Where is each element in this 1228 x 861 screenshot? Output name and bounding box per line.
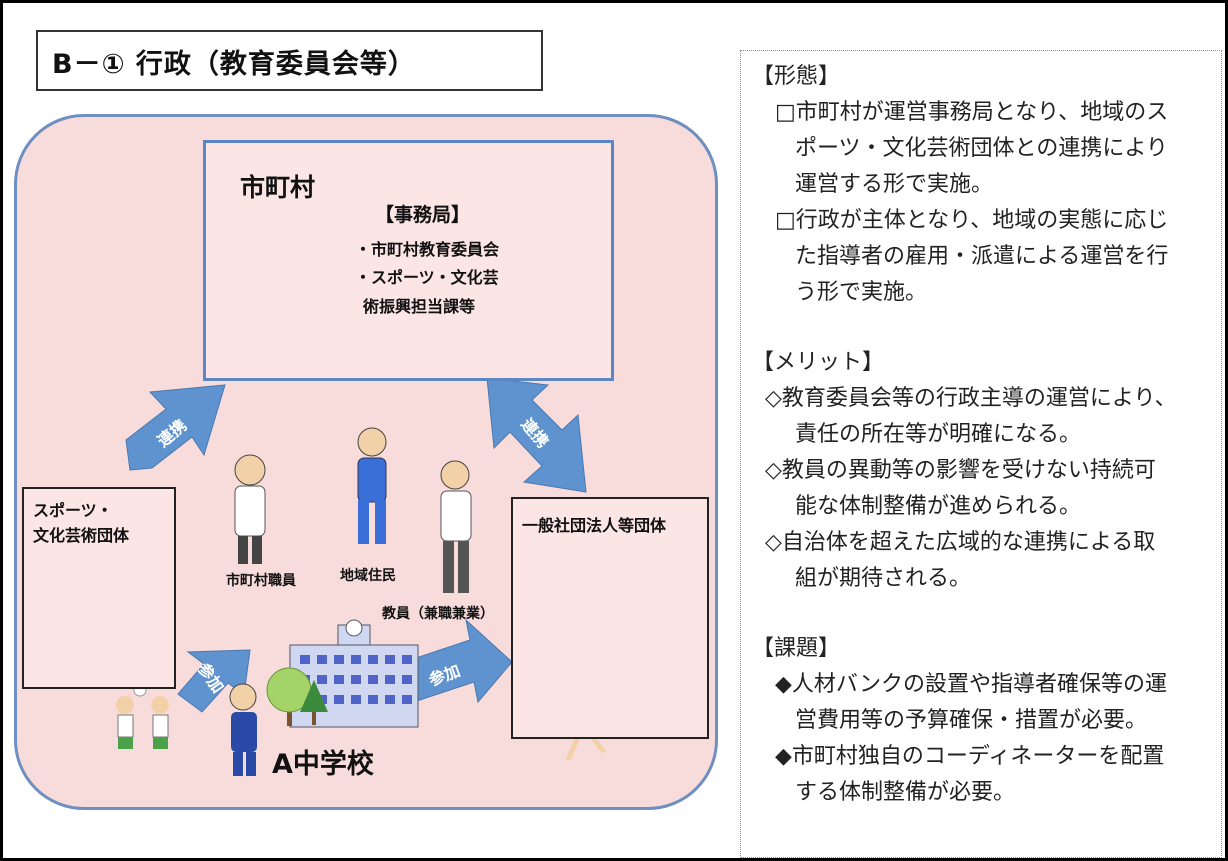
merit-item-line: ◇自治体を超えた広域的な連携による取 [765, 530, 1156, 555]
school-name: A中学校 [272, 749, 374, 780]
label-staff: 市町村職員 [226, 573, 296, 589]
secretariat-line-3: 術振興担当課等 [363, 297, 476, 316]
issue-item-line: ◆市町村独自のコーディネーターを配置 [775, 744, 1165, 769]
merit-item-line: ◇教員の異動等の影響を受けない持続可 [765, 458, 1156, 483]
merit-item-line: 組が期待される。 [795, 566, 972, 591]
secretariat-line-1: ・市町村教育委員会 [355, 240, 500, 259]
form-item-line: 運営する形で実施。 [795, 172, 994, 197]
sanka-right-arrow [409, 618, 513, 704]
merit-heading: 【メリット】 [752, 350, 885, 375]
association-name: 一般社団法人等団体 [522, 516, 667, 535]
renkei-right-arrow [486, 377, 587, 493]
municipality-name: 市町村 [240, 173, 316, 202]
label-teacher: 教員（兼職兼業） [382, 606, 494, 622]
form-item-line: う形で実施。 [795, 280, 928, 305]
sports-culture-box [22, 487, 176, 689]
form-item-line: ポーツ・文化芸術団体との連携により [795, 136, 1168, 161]
issue-item-line: する体制整備が必要。 [795, 780, 1016, 805]
form-item-line: □行政が主体となり、地域の実態に応じ [775, 208, 1169, 233]
diagram-title: B－① 行政（教育委員会等） [52, 49, 416, 80]
issue-item-line: 営費用等の予算確保・措置が必要。 [795, 708, 1148, 733]
municipality-box [203, 140, 614, 381]
title-box: B－① 行政（教育委員会等） [36, 30, 543, 91]
side-panel [740, 50, 1222, 858]
form-item-line: □市町村が運営事務局となり、地域のス [775, 100, 1169, 125]
sports-group-line-1: スポーツ・ [33, 501, 113, 520]
issue-item-line: ◆人材バンクの設置や指導者確保等の運 [775, 672, 1168, 697]
form-heading: 【形態】 [752, 64, 841, 89]
issue-heading: 【課題】 [752, 636, 841, 661]
renkei-left-arrow [125, 384, 226, 471]
secretariat-line-2: ・スポーツ・文化芸 [355, 268, 499, 287]
school-building-icon [289, 619, 419, 728]
sports-group-line-2: 文化芸術団体 [33, 526, 130, 545]
merit-item-line: 能な体制整備が進められる。 [795, 494, 1082, 519]
label-resident: 地域住民 [340, 568, 396, 584]
merit-item-line: 責任の所在等が明確になる。 [795, 422, 1082, 447]
merit-item-line: ◇教育委員会等の行政主導の運営により、 [765, 386, 1177, 411]
secretariat-heading: 【事務局】 [375, 204, 471, 226]
form-item-line: た指導者の雇用・派遣による運営を行 [795, 244, 1169, 269]
association-box [511, 497, 709, 739]
tree-icon [266, 667, 328, 726]
